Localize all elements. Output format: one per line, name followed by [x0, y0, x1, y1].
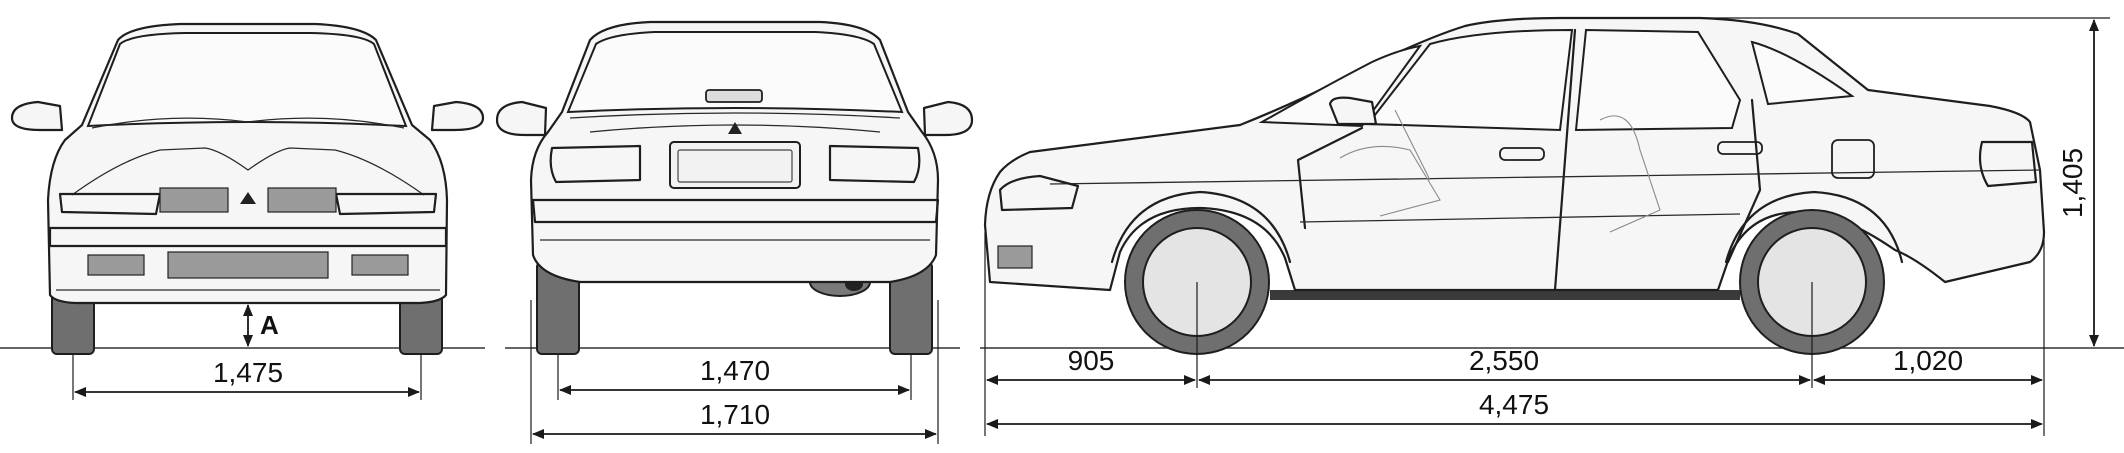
trunk-lid-top [569, 112, 901, 119]
rear-door-handle [1717, 141, 1763, 155]
front-windshield [86, 32, 408, 128]
wheelbase-value: 2,550 [1469, 345, 1539, 376]
side-front-window [1366, 28, 1574, 132]
front-right-headlight [334, 192, 438, 216]
underbody [1270, 290, 1740, 300]
b-pillar [1553, 28, 1577, 292]
side-taillight [1978, 140, 2038, 188]
overall-width-value: 1,710 [700, 399, 770, 430]
front-hood-crease [71, 147, 425, 196]
front-right-mirror [430, 100, 485, 132]
rear-badge-icon [728, 122, 742, 134]
side-quarter-window [1750, 40, 1855, 106]
side-rear-window [1574, 28, 1742, 132]
ground-clearance-label: A [260, 310, 279, 340]
front-left-mirror [10, 100, 64, 132]
rear-left-mirror [495, 100, 548, 137]
front-bumper [48, 226, 448, 248]
fuel-cap [1831, 139, 1875, 179]
side-mirror [1328, 96, 1378, 126]
front-badge-icon [240, 192, 256, 204]
interior-seat-front [1339, 145, 1441, 217]
front-door-handle [1499, 147, 1545, 161]
front-track-value: 1,475 [213, 357, 283, 388]
front-fog-right [351, 254, 409, 276]
rear-window [566, 31, 904, 114]
rear-view: 1,470 1,710 [495, 20, 974, 444]
overall-height-value: 1,405 [2057, 148, 2088, 218]
rear-right-taillight [828, 144, 921, 184]
rear-plate-frame [677, 149, 793, 183]
side-view: 1,405 905 2,550 1,020 4,475 [980, 16, 2124, 436]
overall-length-value: 4,475 [1479, 389, 1549, 420]
side-fog-light [997, 245, 1033, 269]
side-headlight [998, 174, 1080, 212]
rear-left-taillight [549, 144, 642, 184]
rear-license-plate [669, 141, 801, 189]
interior-steering [1394, 109, 1431, 181]
front-door-front-edge [1296, 126, 1364, 230]
rear-bumper [531, 198, 940, 224]
rear-wheel-arch [1724, 190, 1904, 264]
front-upper-grille-left [159, 187, 229, 213]
side-shoulder-line [1049, 169, 2041, 185]
front-left-headlight [58, 192, 162, 216]
front-upper-grille-right [267, 187, 337, 213]
front-wheel-arch [1110, 190, 1292, 264]
front-lower-grille [167, 251, 329, 279]
front-fog-left [87, 254, 145, 276]
side-windshield [1258, 44, 1423, 128]
rear-overhang-value: 1,020 [1893, 345, 1963, 376]
rear-right-mirror [922, 100, 974, 137]
rear-door-rear-edge [1726, 98, 1762, 264]
side-crease [1299, 213, 1741, 223]
front-overhang-value: 905 [1068, 345, 1115, 376]
front-view: A 1,475 [0, 22, 485, 400]
interior-seat-rear [1599, 115, 1661, 233]
front-hood-edge [91, 117, 405, 129]
rear-brake-light [705, 89, 763, 103]
rear-track-value: 1,470 [700, 355, 770, 386]
